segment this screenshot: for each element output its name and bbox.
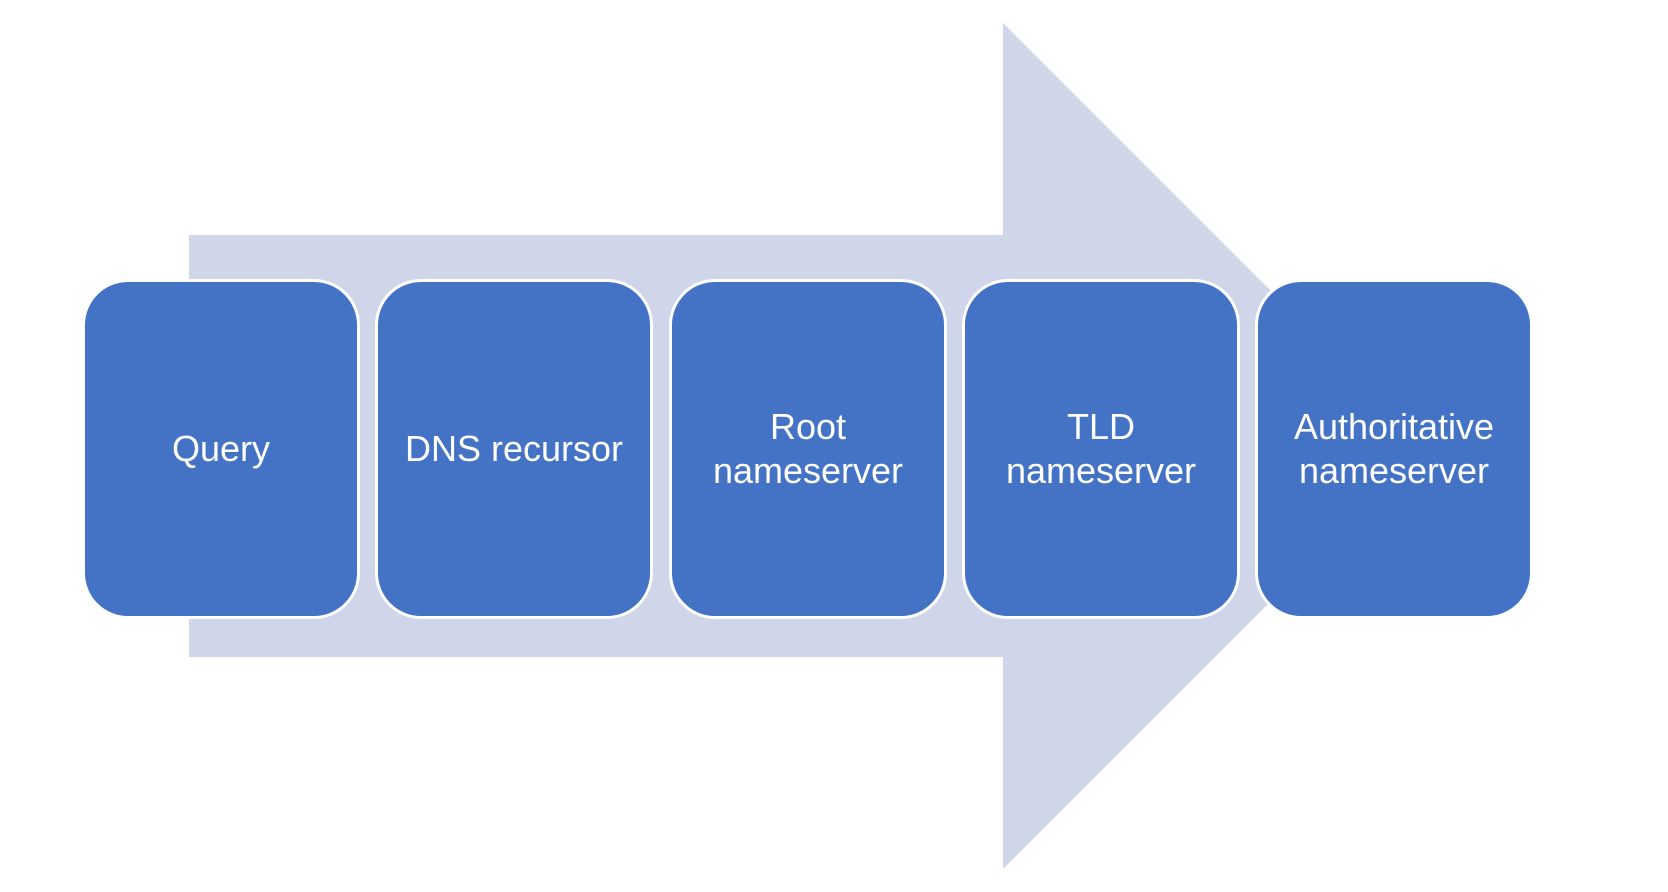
step-box-query: Query [82,279,360,619]
step-label-query: Query [171,428,271,469]
step-label-dns-recursor: DNS recursor [404,428,624,469]
step-box-dns-recursor: DNS recursor [375,279,653,619]
